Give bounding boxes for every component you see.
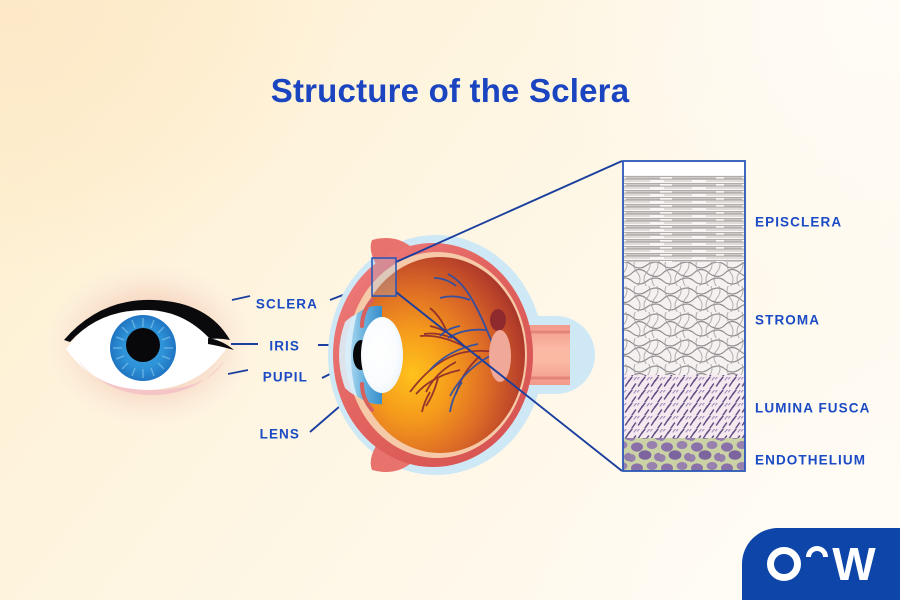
lens	[361, 317, 403, 393]
label-pupil: PUPIL	[262, 369, 308, 385]
zoom-callout	[371, 160, 623, 472]
leader-pupil-left	[227, 369, 249, 375]
front-eye-illustration	[40, 259, 260, 431]
panel-border	[622, 160, 746, 472]
logo-o-icon	[767, 547, 802, 581]
callout-box[interactable]	[371, 257, 397, 297]
lower-lid	[78, 360, 224, 396]
iris-striations	[113, 318, 173, 378]
callout-cone-lines	[395, 160, 623, 472]
lash-tail	[208, 338, 234, 350]
label-sclera: SCLERA	[255, 296, 318, 312]
magnified-sclera-panel	[622, 160, 746, 472]
macula	[490, 309, 506, 331]
label-endothelium: ENDOTHELIUM	[755, 452, 867, 468]
vitreous-body	[355, 257, 525, 453]
front-iris-group	[110, 315, 176, 381]
label-lens: LENS	[259, 426, 300, 442]
label-lumina-fusca: LUMINA FUSCA	[755, 400, 871, 416]
label-stroma: STROMA	[755, 312, 821, 328]
inferior-rectus	[370, 446, 410, 472]
layer-lumina-fusca	[623, 375, 745, 438]
layer-stroma	[623, 262, 745, 375]
logo-w-letter: W	[832, 538, 875, 590]
layer-endothelium	[623, 438, 745, 471]
label-episclera: EPISCLERA	[755, 214, 843, 230]
upper-lash-line	[64, 299, 230, 342]
layer-episclera	[623, 175, 745, 262]
ciliary-body	[360, 298, 374, 412]
logo-arc-icon	[806, 546, 829, 557]
label-iris: IRIS	[269, 338, 300, 354]
brand-logo[interactable]: W	[742, 528, 900, 600]
anterior-chamber	[339, 314, 357, 396]
page-title: Structure of the Sclera	[270, 72, 630, 109]
eyeball-cross-section	[328, 235, 595, 475]
leader-sclera-left	[231, 295, 251, 301]
pupil-disc	[126, 328, 160, 362]
